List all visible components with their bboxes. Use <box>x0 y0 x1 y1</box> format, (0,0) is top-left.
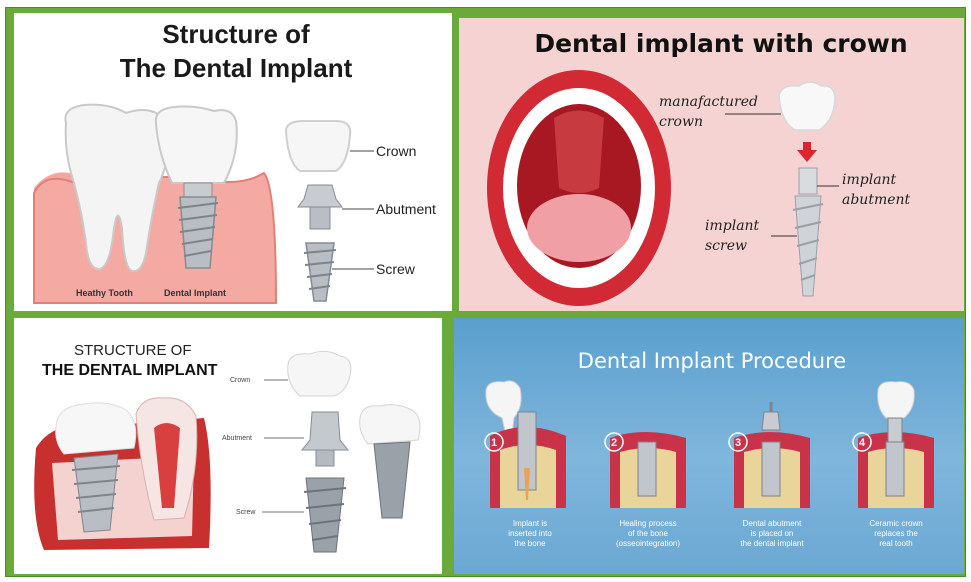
step2-caption-1: Healing process <box>619 519 676 528</box>
exploded-abutment <box>298 185 342 207</box>
panel3-title-line1: STRUCTURE OF <box>74 342 192 359</box>
label-implant-abutment-2: abutment <box>842 192 911 208</box>
label-implant-screw-1: implant <box>705 218 760 234</box>
label-implant-abutment-1: implant <box>842 172 897 188</box>
throat <box>554 111 604 194</box>
step-captions: Implant is inserted into the bone Healin… <box>508 519 922 548</box>
step1-caption-1: Implant is <box>513 519 547 528</box>
panel-structure-3d: STRUCTURE OF THE DENTAL IMPLANT Crown <box>14 318 442 574</box>
step4-abutment <box>888 418 902 442</box>
panel2-title: Dental implant with crown <box>534 29 907 58</box>
label-screw: Screw <box>376 261 416 277</box>
step1-number: 1 <box>491 437 497 449</box>
panel-implant-with-crown: Dental implant with crown manafactured c… <box>459 18 964 311</box>
step2-implant <box>638 442 656 496</box>
step3-caption-3: the dental implant <box>740 539 804 548</box>
step4-number: 4 <box>859 437 866 449</box>
exploded-abutment-post <box>310 207 330 229</box>
label-abutment: Abutment <box>376 201 436 217</box>
panel3-label-screw: Screw <box>236 509 256 516</box>
exploded-crown <box>286 121 350 171</box>
panel4-title: Dental Implant Procedure <box>578 349 846 373</box>
panel1-title-line2: The Dental Implant <box>120 53 353 83</box>
panel3-title-line2: THE DENTAL IMPLANT <box>42 362 218 379</box>
step4-caption-3: real tooth <box>879 539 912 548</box>
exploded-crown-3d <box>288 351 351 396</box>
assembled-screw-3d <box>374 442 410 518</box>
exploded-abutment-post-3d <box>316 450 334 466</box>
step4-caption-1: Ceramic crown <box>869 519 922 528</box>
step4-crown <box>878 382 915 418</box>
step3-caption-1: Dental abutment <box>743 519 802 528</box>
implant-crown <box>156 107 237 184</box>
caption-dental-implant: Dental Implant <box>164 288 226 298</box>
panel-implant-procedure: Dental Implant Procedure <box>454 318 964 574</box>
crown-3d <box>56 403 136 454</box>
label-implant-screw-2: screw <box>705 238 747 254</box>
step3-abutment <box>762 412 780 430</box>
panel3-label-crown: Crown <box>230 377 250 384</box>
step1-caption-2: inserted into <box>508 529 552 538</box>
step3-caption-2: is placed on <box>751 529 794 538</box>
exploded-abutment-3d <box>302 412 348 450</box>
manufactured-crown <box>779 82 835 130</box>
panel3-label-abutment: Abutment <box>222 435 252 442</box>
step4-caption-2: replaces the <box>874 529 918 538</box>
step4-implant <box>886 442 904 496</box>
step2-number: 2 <box>611 437 617 449</box>
step1-caption-3: the bone <box>514 539 546 548</box>
tongue <box>527 194 631 262</box>
step2-caption-3: (osseointegration) <box>616 539 680 548</box>
assembled-crown-3d <box>360 405 420 444</box>
procedure-illustrations <box>486 381 934 508</box>
panel3-leader-lines <box>262 380 304 512</box>
caption-healthy-tooth: Heathy Tooth <box>76 288 133 298</box>
label-manufactured-1: manafactured <box>659 94 758 110</box>
label-crown: Crown <box>376 143 416 159</box>
implant-abutment <box>184 183 212 197</box>
step2-caption-2: of the bone <box>628 529 669 538</box>
panel-structure-illustration: Structure of The Dental Implant Heathy T… <box>14 13 452 311</box>
step3-number: 3 <box>735 437 741 449</box>
step3-implant <box>762 442 780 496</box>
label-manufactured-2: crown <box>659 114 703 130</box>
implant-abutment-shape <box>799 168 817 194</box>
down-arrow <box>797 142 817 162</box>
panel1-title-line1: Structure of <box>162 19 310 49</box>
